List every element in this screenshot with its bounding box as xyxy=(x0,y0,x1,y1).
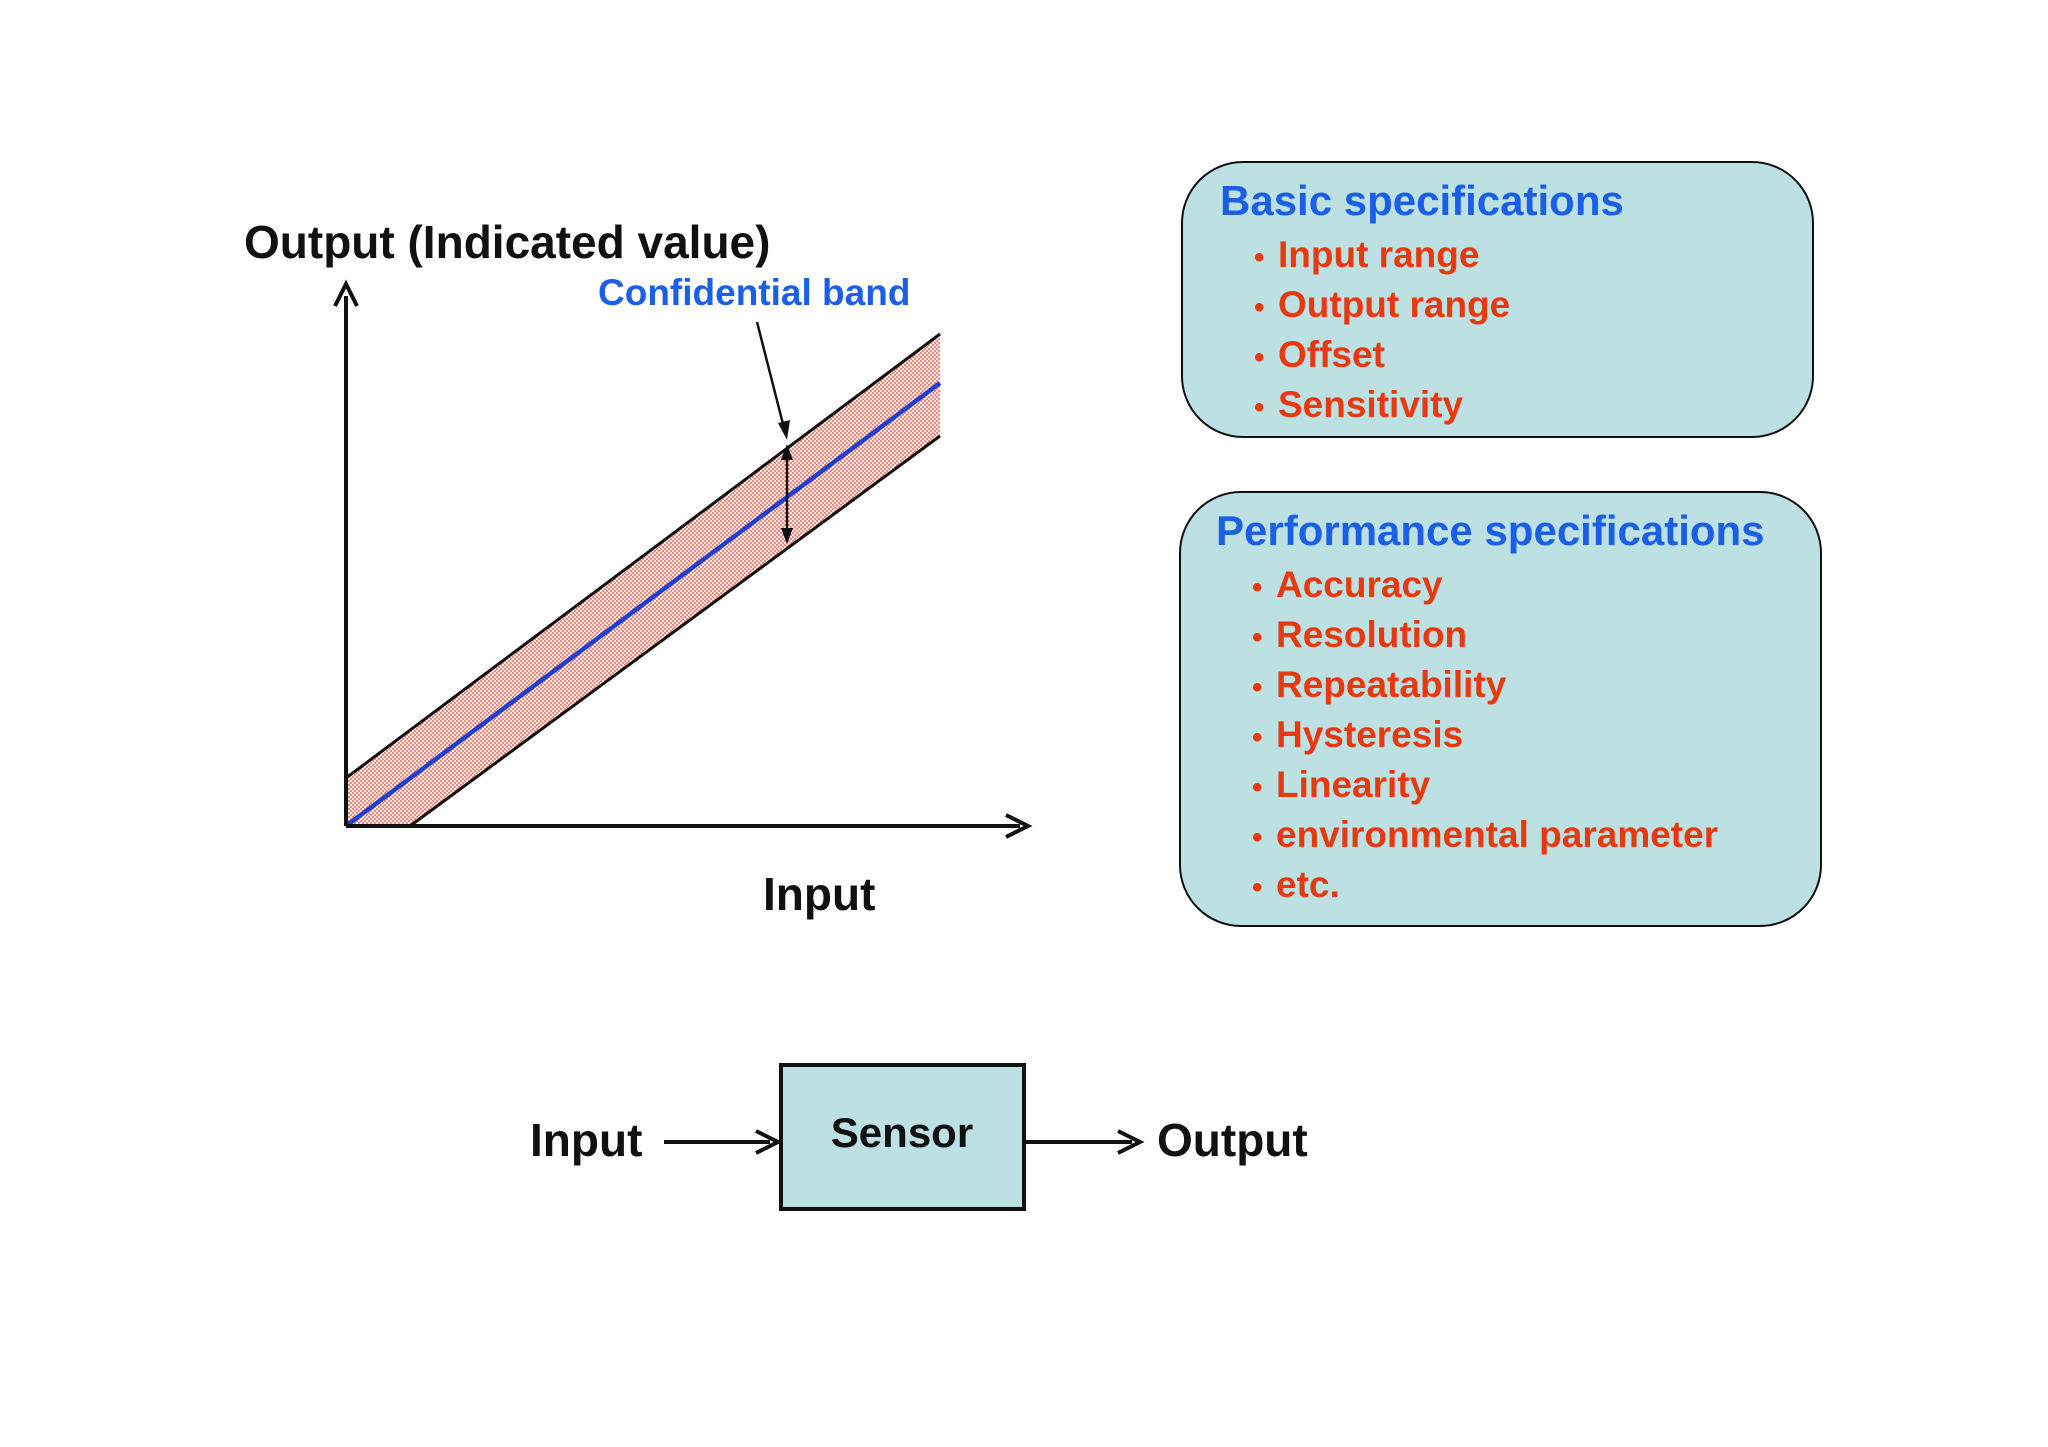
band-label-leader-arrowhead xyxy=(778,420,790,440)
band-upper-edge xyxy=(345,332,941,780)
band-label-leader xyxy=(755,321,786,429)
performance-specs-title: Performance specifications xyxy=(1216,507,1765,554)
y-axis-arrowhead xyxy=(333,279,359,307)
list-item: •Hysteresis xyxy=(1252,714,1464,755)
band-width-arrowhead-bottom xyxy=(781,528,793,544)
sensor-label: Sensor xyxy=(831,1109,973,1156)
sensor-block xyxy=(779,1063,1026,1211)
list-item: •etc. xyxy=(1252,864,1340,905)
basic-specs-box: Basic specifications •Input range •Outpu… xyxy=(1181,161,1814,438)
list-item: •environmental parameter xyxy=(1252,814,1719,855)
list-item: •Repeatability xyxy=(1252,664,1507,705)
input-arrowhead xyxy=(755,1129,783,1155)
list-item: •Sensitivity xyxy=(1254,384,1464,425)
x-axis-label: Input xyxy=(763,868,875,920)
band-label: Confidential band xyxy=(598,272,910,313)
block-output-label: Output xyxy=(1157,1114,1308,1166)
performance-specs-box: Performance specifications •Accuracy •Re… xyxy=(1179,491,1822,927)
list-item: •Linearity xyxy=(1252,764,1431,805)
basic-specs-title: Basic specifications xyxy=(1220,177,1624,224)
band-width-arrowhead-top xyxy=(781,444,793,460)
confidence-band xyxy=(346,334,940,826)
list-item: •Resolution xyxy=(1252,614,1468,655)
x-axis-arrowhead xyxy=(1005,813,1033,839)
list-item: •Output range xyxy=(1254,284,1511,325)
output-arrowhead xyxy=(1117,1129,1145,1155)
calibration-line xyxy=(344,381,942,828)
list-item: •Offset xyxy=(1254,334,1385,375)
block-input-label: Input xyxy=(530,1114,642,1166)
basic-specs-list: •Input range •Output range •Offset •Sens… xyxy=(1254,231,1510,431)
y-axis-label: Output (Indicated value) xyxy=(244,216,770,268)
band-lower-edge xyxy=(409,434,941,828)
performance-specs-list: •Accuracy •Resolution •Repeatability •Hy… xyxy=(1252,561,1718,911)
list-item: •Input range xyxy=(1254,234,1480,275)
list-item: •Accuracy xyxy=(1252,564,1443,605)
